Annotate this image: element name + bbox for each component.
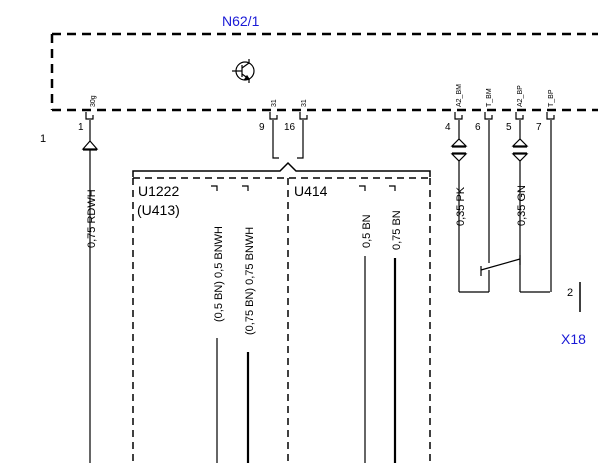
group-left-stubs: [211, 185, 250, 463]
group-left-alt: (U413): [137, 202, 180, 218]
wire-label-bnwh-05: (0,5 BN) 0,5 BNWH: [213, 226, 225, 322]
wire-label-bnwh-075: (0,75 BN) 0,75 BNWH: [244, 227, 256, 335]
group-right-stubs: [359, 185, 397, 463]
wire-label-bn-075: 0,75 BN: [391, 210, 403, 250]
module-outline: [50, 32, 598, 112]
pin-signal-9: 31: [271, 99, 278, 107]
wire-label-bn-05: 0,5 BN: [361, 214, 373, 248]
module-title: N62/1: [222, 13, 260, 29]
group-right-name: U414: [294, 183, 328, 199]
wire-label-rdwh: 0,75 RDWH: [86, 189, 98, 248]
transistor-symbol: [232, 59, 255, 83]
ground-stubs: [272, 120, 304, 159]
group-left-name: U1222: [138, 183, 179, 199]
wire-rdwh: [81, 120, 99, 463]
wire-label-pk: 0,35 PK: [455, 186, 467, 226]
connector-name: X18: [561, 331, 586, 347]
pin-number-7: 7: [536, 122, 542, 133]
pin-signal-4: A2_BM: [456, 84, 463, 107]
pin-signal-7: T_BP: [548, 89, 555, 107]
pin-signal-1: 30g: [90, 95, 97, 107]
pin-number-5: 5: [506, 122, 512, 133]
pin-number-9: 9: [259, 122, 265, 133]
pin-connectors: [85, 112, 555, 120]
sensor-wiring: [450, 120, 552, 293]
pin-signal-16: 31: [301, 99, 308, 107]
sheet-reference: 1: [40, 133, 46, 145]
connector-pin-number: 2: [567, 287, 573, 299]
pin-number-6: 6: [475, 122, 481, 133]
pin-signal-5: A2_BP: [517, 85, 524, 107]
group-brace: [132, 161, 431, 177]
pin-number-4: 4: [445, 122, 451, 133]
wire-label-gn: 0,35 GN: [516, 185, 528, 226]
pin-number-1: 1: [78, 122, 84, 133]
group-boxes: [132, 177, 431, 463]
pin-signal-6: T_BM: [486, 88, 493, 107]
pin-number-16: 16: [284, 122, 296, 133]
